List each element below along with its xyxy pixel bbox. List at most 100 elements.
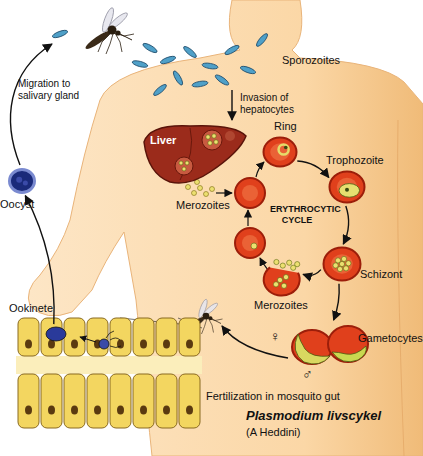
process-note: Invasion of hepatocytes — [240, 92, 318, 116]
cycle-arrow — [216, 192, 232, 193]
stage-label: Schizont — [360, 268, 402, 281]
liver-organ — [212, 134, 216, 138]
trophozoite-cell — [339, 184, 360, 198]
schizont-cell — [322, 246, 362, 282]
red-blood-cell — [235, 178, 265, 208]
gut-epithelium — [18, 318, 39, 356]
liver-organ — [206, 135, 210, 139]
red-blood-cell — [242, 185, 258, 201]
stage-label: Sporozoites — [282, 54, 340, 67]
merozoite-cell — [273, 282, 278, 287]
sporozoite-cells — [224, 44, 240, 57]
gut-epithelium — [41, 374, 62, 428]
liver-organ — [225, 131, 235, 141]
liver-organ — [140, 122, 248, 188]
liver-organ — [214, 140, 218, 144]
gut-epithelium — [71, 340, 78, 349]
flying-sporozoite — [52, 29, 69, 39]
liver-organ — [202, 130, 222, 150]
sporozoite-cells — [255, 32, 269, 48]
gut-epithelium — [64, 318, 85, 356]
stage-label: Ring — [274, 120, 297, 133]
sex-symbol: ♀ — [270, 328, 281, 344]
gametocyte-cells — [295, 334, 330, 364]
gut-epithelium — [156, 374, 177, 428]
stage-label: Liver — [150, 134, 176, 147]
mosquito — [84, 7, 134, 54]
red-blood-cell — [251, 243, 257, 249]
flying-sporozoite — [52, 29, 69, 39]
liver-organ — [185, 161, 189, 165]
gametocyte-cells — [332, 346, 366, 362]
red-blood-cell — [235, 228, 265, 258]
cycle-arrow — [256, 162, 264, 177]
merozoite-cell — [283, 275, 288, 280]
stage-label: Merozoites — [254, 299, 308, 312]
fertilization — [106, 331, 121, 348]
liver-organ — [179, 161, 183, 165]
gut-epithelium — [48, 406, 55, 415]
oocyst-cell — [23, 181, 28, 186]
merozoite-cell — [277, 277, 282, 282]
sporozoite-cells — [132, 59, 149, 68]
red-blood-cell — [235, 178, 265, 258]
sporozoite-cells — [192, 80, 209, 88]
schizont-cell — [331, 254, 353, 273]
fertilization — [80, 337, 96, 342]
liver-merozoites — [198, 186, 203, 191]
cycle-arrow — [222, 326, 288, 358]
liver-organ — [175, 157, 193, 175]
human-body — [398, 120, 404, 456]
gut-epithelium — [16, 318, 202, 428]
gut-epithelium — [163, 340, 170, 349]
gut-epithelium — [87, 374, 108, 428]
merozoite-cell — [281, 283, 286, 288]
cycle-arrow — [260, 258, 268, 270]
trophozoite-cell: Trophozoite — [328, 170, 366, 204]
sporozoite-cells — [182, 45, 198, 59]
ookinete-cell: Ookinete — [45, 326, 67, 342]
process-note: Fertilization in mosquito gut — [206, 390, 340, 403]
sporozoite-cells — [172, 70, 185, 86]
gut-epithelium — [64, 374, 85, 428]
sporozoite-cells — [152, 83, 168, 97]
schizont-cell — [346, 261, 351, 266]
stage-label: Gametocytes — [358, 332, 423, 345]
gametocyte-cells — [292, 330, 332, 364]
gut-epithelium — [71, 406, 78, 415]
schizont-cell — [324, 248, 361, 281]
gut-epithelium — [94, 406, 101, 415]
ring-stage-cell — [284, 146, 288, 150]
merozoite-cell — [280, 263, 285, 268]
sporozoite-cells — [240, 65, 257, 75]
oocyst-cell — [8, 168, 36, 194]
oocyst-cell: Oocyst — [8, 168, 36, 194]
schizont-cell — [339, 261, 344, 266]
cycle-arrow — [247, 210, 248, 226]
sporozoite-cells — [160, 55, 177, 65]
ookinete-cell — [45, 326, 67, 342]
fertilization — [80, 331, 121, 349]
merozoite-cell — [274, 259, 279, 264]
cycle-title: ERYTHROCYTIC CYCLE — [270, 204, 324, 226]
ring-stage-cell — [270, 143, 289, 160]
gut-epithelium — [140, 406, 147, 415]
stage-label: Oocyst — [0, 198, 34, 211]
liver-merozoites — [210, 187, 215, 192]
trophozoite-cell — [330, 172, 365, 203]
liver-organ — [144, 126, 246, 183]
gut-epithelium — [186, 340, 193, 349]
gut-epithelium — [87, 318, 108, 356]
author-credit: (A Heddini) — [246, 426, 300, 439]
liver-merozoites — [192, 191, 197, 196]
diagram-title: Plasmodium livscykel — [246, 408, 381, 423]
gut-epithelium — [16, 356, 202, 374]
gut-epithelium — [18, 374, 39, 428]
ring-stage-cell: Ring — [262, 136, 298, 168]
sporozoite-cells — [142, 42, 158, 55]
stage-label: Trophozoite — [326, 154, 384, 167]
sporozoite-cells — [214, 73, 230, 86]
